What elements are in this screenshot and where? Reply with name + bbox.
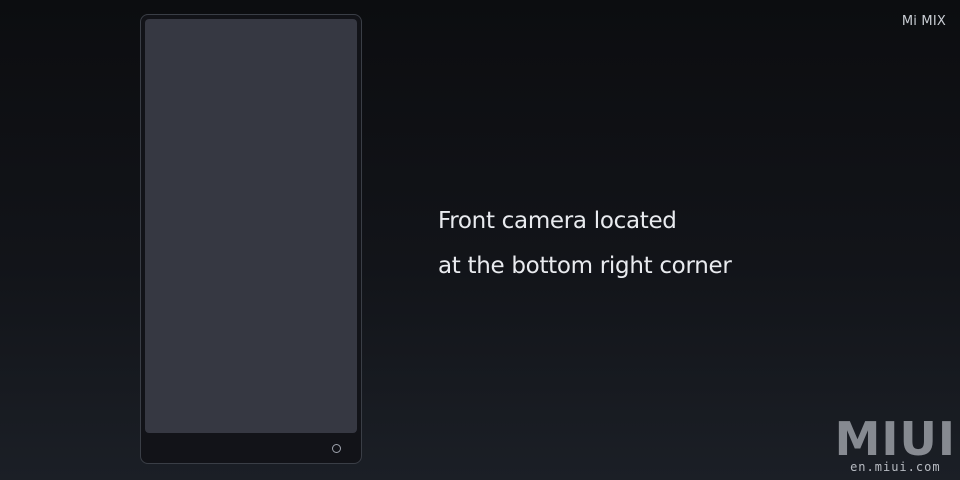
headline-line-1: Front camera located — [438, 208, 677, 234]
front-camera-icon — [332, 444, 341, 453]
product-name-label: Mi MIX — [901, 14, 946, 29]
headline-line-2: at the bottom right corner — [438, 253, 732, 279]
miui-url: en.miui.com — [850, 460, 941, 474]
phone-illustration — [140, 14, 362, 464]
phone-screen — [145, 19, 357, 433]
feature-headline: Front camera located at the bottom right… — [438, 199, 732, 289]
miui-watermark: MIUI en.miui.com — [834, 412, 956, 474]
miui-logo: MIUI — [834, 412, 956, 466]
